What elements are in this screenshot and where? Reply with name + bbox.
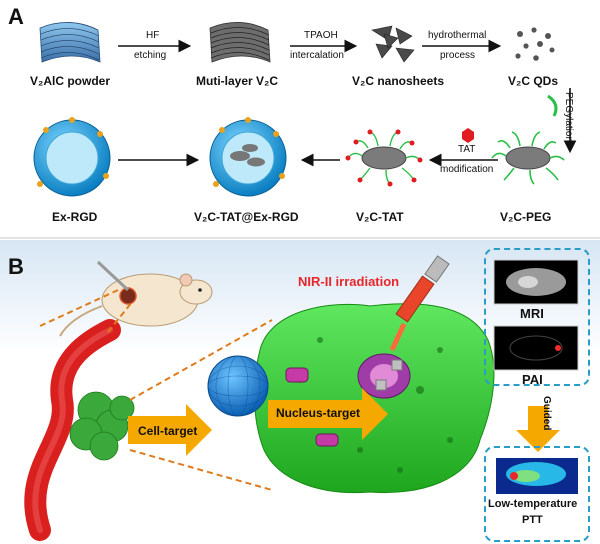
tat-molecule-icon <box>462 128 474 143</box>
guided-label: Guided <box>541 396 552 431</box>
step-hf: HF <box>146 30 160 41</box>
nucleus-target-arrow <box>268 388 388 440</box>
tumor-icon <box>69 391 135 461</box>
cell-icon <box>253 303 495 494</box>
label-v2c-tat-exrgd: V₂C-TAT@Ex-RGD <box>194 210 299 224</box>
pai-label: PAI <box>522 372 543 387</box>
cell-target-arrow <box>128 404 212 456</box>
multilayer-v2c-icon <box>209 22 271 63</box>
mri-label: MRI <box>520 306 544 321</box>
label-v2c-tat: V₂C-TAT <box>356 210 404 224</box>
v2c-tat-icon <box>345 129 423 187</box>
nir-label: NIR-II irradiation <box>298 274 400 289</box>
panel-a-graphics <box>0 22 600 239</box>
organelle-icons <box>285 367 339 447</box>
zoom-lines <box>39 289 273 491</box>
v2alc-powder-icon <box>39 22 101 63</box>
step-hydrothermal: hydrothermal <box>428 30 487 41</box>
panel-b-graphics <box>24 255 579 541</box>
label-v2alc-powder: V₂AlC powder <box>30 74 111 88</box>
label-multilayer-v2c: Muti-layer V₂C <box>196 74 279 88</box>
step-etching: etching <box>134 50 167 61</box>
panel-a-letter: A <box>8 4 24 29</box>
step-intercalation: intercalation <box>290 50 344 61</box>
cell-target-label: Cell-target <box>138 424 198 438</box>
ptt-thumbnail <box>496 458 578 494</box>
ex-rgd-icon <box>33 117 111 197</box>
nucleus-target-label: Nucleus-target <box>276 406 361 420</box>
step-pegylation: PEGylation <box>563 92 574 143</box>
nanoparticle-icon <box>207 355 269 417</box>
label-v2c-qds: V₂C QDs <box>508 74 559 88</box>
label-ex-rgd: Ex-RGD <box>52 210 98 224</box>
label-v2c-peg: V₂C-PEG <box>500 210 552 224</box>
v2c-tat-exrgd-icon <box>209 117 287 197</box>
panel-b-letter: B <box>8 254 24 279</box>
v2c-peg-icon <box>491 131 565 185</box>
v2c-nanosheets-icon <box>371 25 415 63</box>
mouse-icon <box>59 260 213 337</box>
pai-thumbnail <box>493 325 579 371</box>
mri-thumbnail <box>493 259 579 305</box>
peg-chain-icon <box>547 94 558 117</box>
ptt-label-line1: Low-temperature <box>488 498 578 510</box>
guided-arrow <box>516 406 560 452</box>
label-v2c-nanosheets: V₂C nanosheets <box>352 74 445 88</box>
step-modification: modification <box>440 164 494 175</box>
step-process: process <box>440 50 476 61</box>
ptt-box <box>484 446 590 542</box>
step-tpaoh: TPAOH <box>304 30 338 41</box>
ptt-label-line2: PTT <box>522 514 543 526</box>
laser-icon <box>389 255 450 352</box>
imaging-box <box>484 248 590 386</box>
step-tat: TAT <box>458 144 476 155</box>
v2c-qds-icon <box>515 27 555 61</box>
